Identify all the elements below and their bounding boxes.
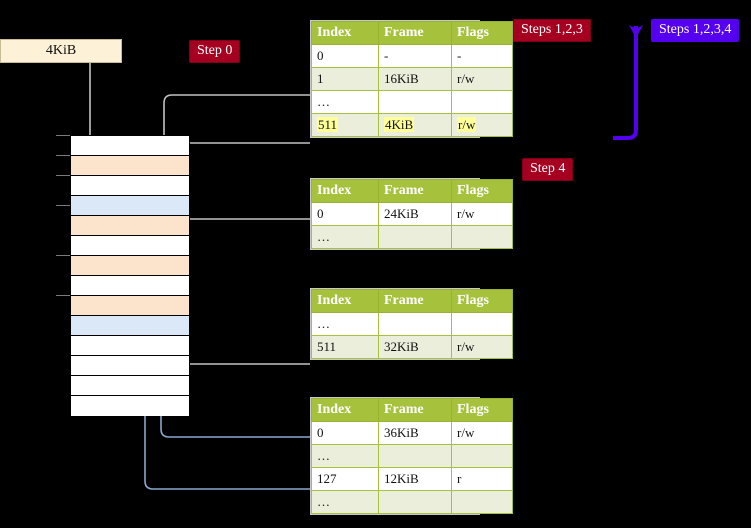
memory-row xyxy=(71,296,189,316)
table-cell: … xyxy=(311,444,379,468)
column-header-frame: Frame xyxy=(378,289,452,313)
table-cell xyxy=(451,490,513,514)
memory-grid xyxy=(70,135,190,416)
table-cell: … xyxy=(311,312,379,336)
column-header-frame: Frame xyxy=(378,179,452,203)
memory-row xyxy=(71,256,189,276)
column-header-flags: Flags xyxy=(451,289,513,313)
memory-row xyxy=(71,276,189,296)
column-header-flags: Flags xyxy=(451,398,513,422)
column-header-index: Index xyxy=(311,179,379,203)
column-header-flags: Flags xyxy=(451,21,513,45)
memory-tick xyxy=(56,205,70,206)
memory-tick xyxy=(56,155,70,156)
table-cell xyxy=(378,90,452,114)
table-cell xyxy=(451,225,513,249)
memory-row xyxy=(71,376,189,396)
column-header-index: Index xyxy=(311,398,379,422)
column-header-index: Index xyxy=(311,289,379,313)
badge-step-4: Step 4 xyxy=(522,158,574,181)
badge-steps-1234: Steps 1,2,3,4 xyxy=(651,19,740,42)
table-cell: 12KiB xyxy=(378,467,452,491)
memory-row xyxy=(71,316,189,336)
badge-steps-123: Steps 1,2,3 xyxy=(513,19,591,42)
table-cell xyxy=(378,312,452,336)
table-cell: 0 xyxy=(311,202,379,226)
table-cell: 16KiB xyxy=(378,67,452,91)
table-cell: … xyxy=(311,90,379,114)
table-row[interactable]: … xyxy=(311,225,513,249)
table-cell: 24KiB xyxy=(378,202,452,226)
table-cell: r/w xyxy=(451,67,513,91)
column-header-flags: Flags xyxy=(451,179,513,203)
kib-box-label: 4KiB xyxy=(45,43,77,58)
badge-step-0: Step 0 xyxy=(189,40,241,63)
table-row[interactable]: … xyxy=(311,312,513,336)
table-cell: 4KiB xyxy=(378,113,452,137)
memory-row xyxy=(71,396,189,416)
table-cell: - xyxy=(451,44,513,68)
table-cell: - xyxy=(378,44,452,68)
table-row[interactable]: … xyxy=(311,490,513,514)
table-cell xyxy=(451,90,513,114)
table-cell xyxy=(378,225,452,249)
highlighted-value: 4KiB xyxy=(384,117,415,132)
memory-row xyxy=(71,176,189,196)
table-row[interactable]: … xyxy=(311,444,513,468)
column-header-index: Index xyxy=(311,21,379,45)
table-row[interactable]: 511 4KiB r/w xyxy=(311,113,513,137)
memory-tick xyxy=(56,135,70,136)
table-cell: 0 xyxy=(311,421,379,445)
memory-row xyxy=(71,216,189,236)
table-cell: 1 xyxy=(311,67,379,91)
memory-row xyxy=(71,356,189,376)
table-cell xyxy=(378,444,452,468)
table-cell: r/w xyxy=(451,335,513,359)
memory-row xyxy=(71,156,189,176)
table-cell: r/w xyxy=(451,421,513,445)
table-cell: 127 xyxy=(311,467,379,491)
table-cell xyxy=(451,444,513,468)
table-cell: r/w xyxy=(451,202,513,226)
kib-box: 4KiB xyxy=(0,39,122,63)
memory-row xyxy=(71,236,189,256)
table-cell: 36KiB xyxy=(378,421,452,445)
table-cell: 511 xyxy=(311,335,379,359)
table-cell: r/w xyxy=(451,113,513,137)
table-cell: 511 xyxy=(311,113,379,137)
table-cell: … xyxy=(311,490,379,514)
memory-tick xyxy=(56,255,70,256)
memory-tick xyxy=(56,295,70,296)
table-cell xyxy=(378,490,452,514)
table-row[interactable]: 0-- xyxy=(311,44,513,68)
memory-row xyxy=(71,336,189,356)
memory-row xyxy=(71,196,189,216)
memory-row xyxy=(71,136,189,156)
highlighted-value: 511 xyxy=(317,117,339,132)
table-cell: … xyxy=(311,225,379,249)
column-header-frame: Frame xyxy=(378,21,452,45)
purple-step-arrow xyxy=(613,25,643,140)
highlighted-value: r/w xyxy=(457,117,477,132)
wire-pml4-511-to-mem xyxy=(174,142,310,159)
memory-tick xyxy=(56,175,70,176)
column-header-frame: Frame xyxy=(378,398,452,422)
table-cell: 32KiB xyxy=(378,335,452,359)
table-row[interactable]: … xyxy=(311,90,513,114)
table-cell: r xyxy=(451,467,513,491)
table-cell xyxy=(451,312,513,336)
table-cell: 0 xyxy=(311,44,379,68)
